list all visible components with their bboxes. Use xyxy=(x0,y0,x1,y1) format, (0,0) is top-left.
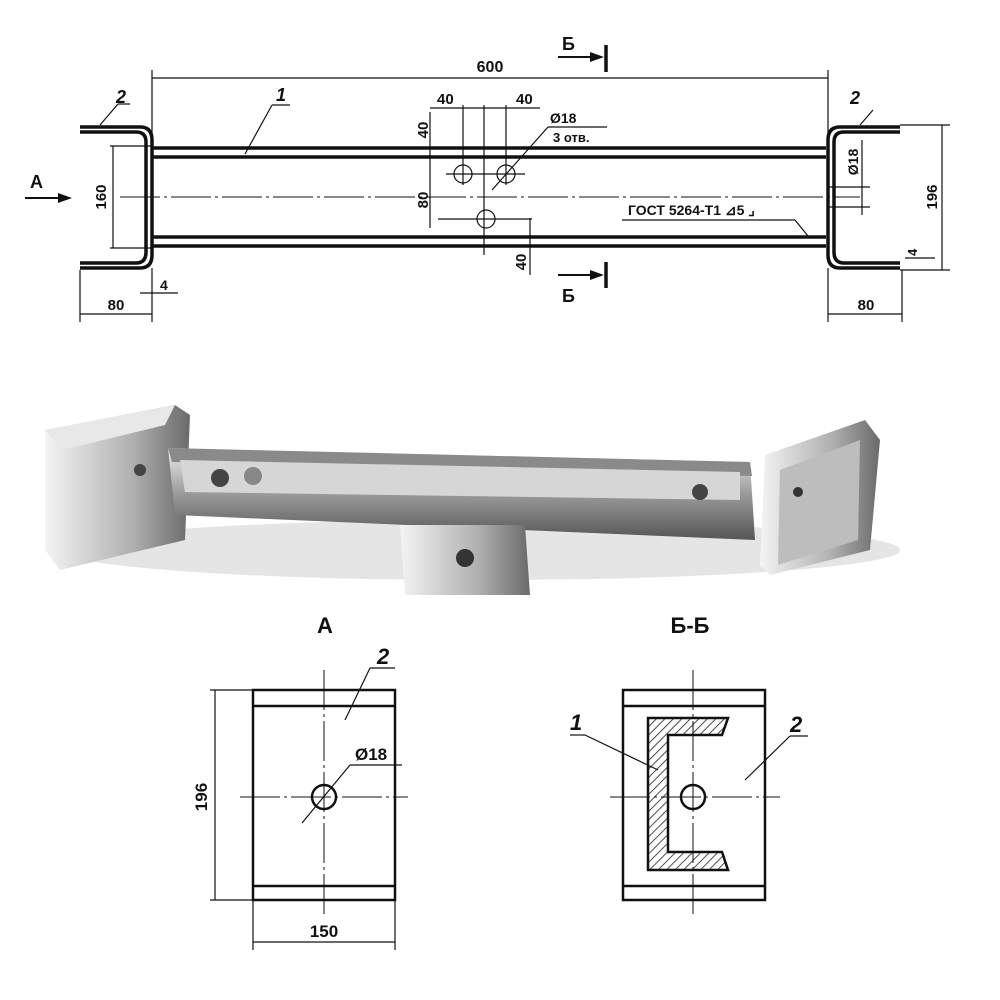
dim-hole-spacing-right: 40 xyxy=(516,91,533,108)
part-label-1: 1 xyxy=(276,85,286,105)
section-bb-part-2: 2 xyxy=(789,712,803,737)
dim-vertical-middle: 80 xyxy=(415,192,432,209)
dim-hole-spacing-left: 40 xyxy=(437,91,454,108)
dim-bottom-offset: 40 xyxy=(513,254,530,271)
dim-thickness-left: 4 xyxy=(160,277,168,293)
part-label-2-right: 2 xyxy=(849,88,860,108)
dim-hole-right: Ø18 xyxy=(845,149,861,176)
top-view: 600 80 4 160 А 2 1 80 xyxy=(25,34,950,322)
dim-plate-height: 196 xyxy=(924,184,941,209)
view-a-dim-width: 150 xyxy=(310,922,338,941)
section-bb: Б-Б 1 2 xyxy=(570,613,808,915)
right-bracket-part-2 xyxy=(826,125,900,270)
view-a-hole xyxy=(310,783,338,811)
view-a-hole-label: Ø18 xyxy=(355,745,387,764)
weld-note: ГОСТ 5264-Т1 ⊿5 ⌟ xyxy=(628,202,755,218)
section-bb-plate xyxy=(621,688,767,902)
section-bb-part-1: 1 xyxy=(570,710,582,735)
section-marker-bottom: Б xyxy=(562,286,575,306)
hole-count-label: 3 отв. xyxy=(553,130,589,145)
dim-flange-right: 80 xyxy=(858,297,875,314)
dim-flange-left: 80 xyxy=(108,297,125,314)
left-bracket-part-2 xyxy=(80,125,154,270)
view-a-part-2: 2 xyxy=(376,644,390,669)
channel-part-1 xyxy=(153,146,826,248)
isometric-render xyxy=(45,405,900,595)
view-a-title: А xyxy=(317,613,333,638)
channel-cross-section xyxy=(646,716,730,872)
section-marker-top: Б xyxy=(562,34,575,54)
dim-channel-height: 160 xyxy=(93,184,110,209)
dim-overall: 600 xyxy=(477,59,504,76)
dim-thickness-right: 4 xyxy=(905,248,920,256)
view-a-marker: А xyxy=(30,172,43,192)
view-a: А 196 150 Ø18 2 xyxy=(192,613,408,950)
part-label-2-left: 2 xyxy=(115,87,126,107)
holes xyxy=(438,105,532,255)
section-bb-title: Б-Б xyxy=(671,613,710,638)
dim-top-offset: 40 xyxy=(415,122,432,139)
view-a-dim-height: 196 xyxy=(192,783,211,811)
hole-diameter-label: Ø18 xyxy=(550,110,577,126)
